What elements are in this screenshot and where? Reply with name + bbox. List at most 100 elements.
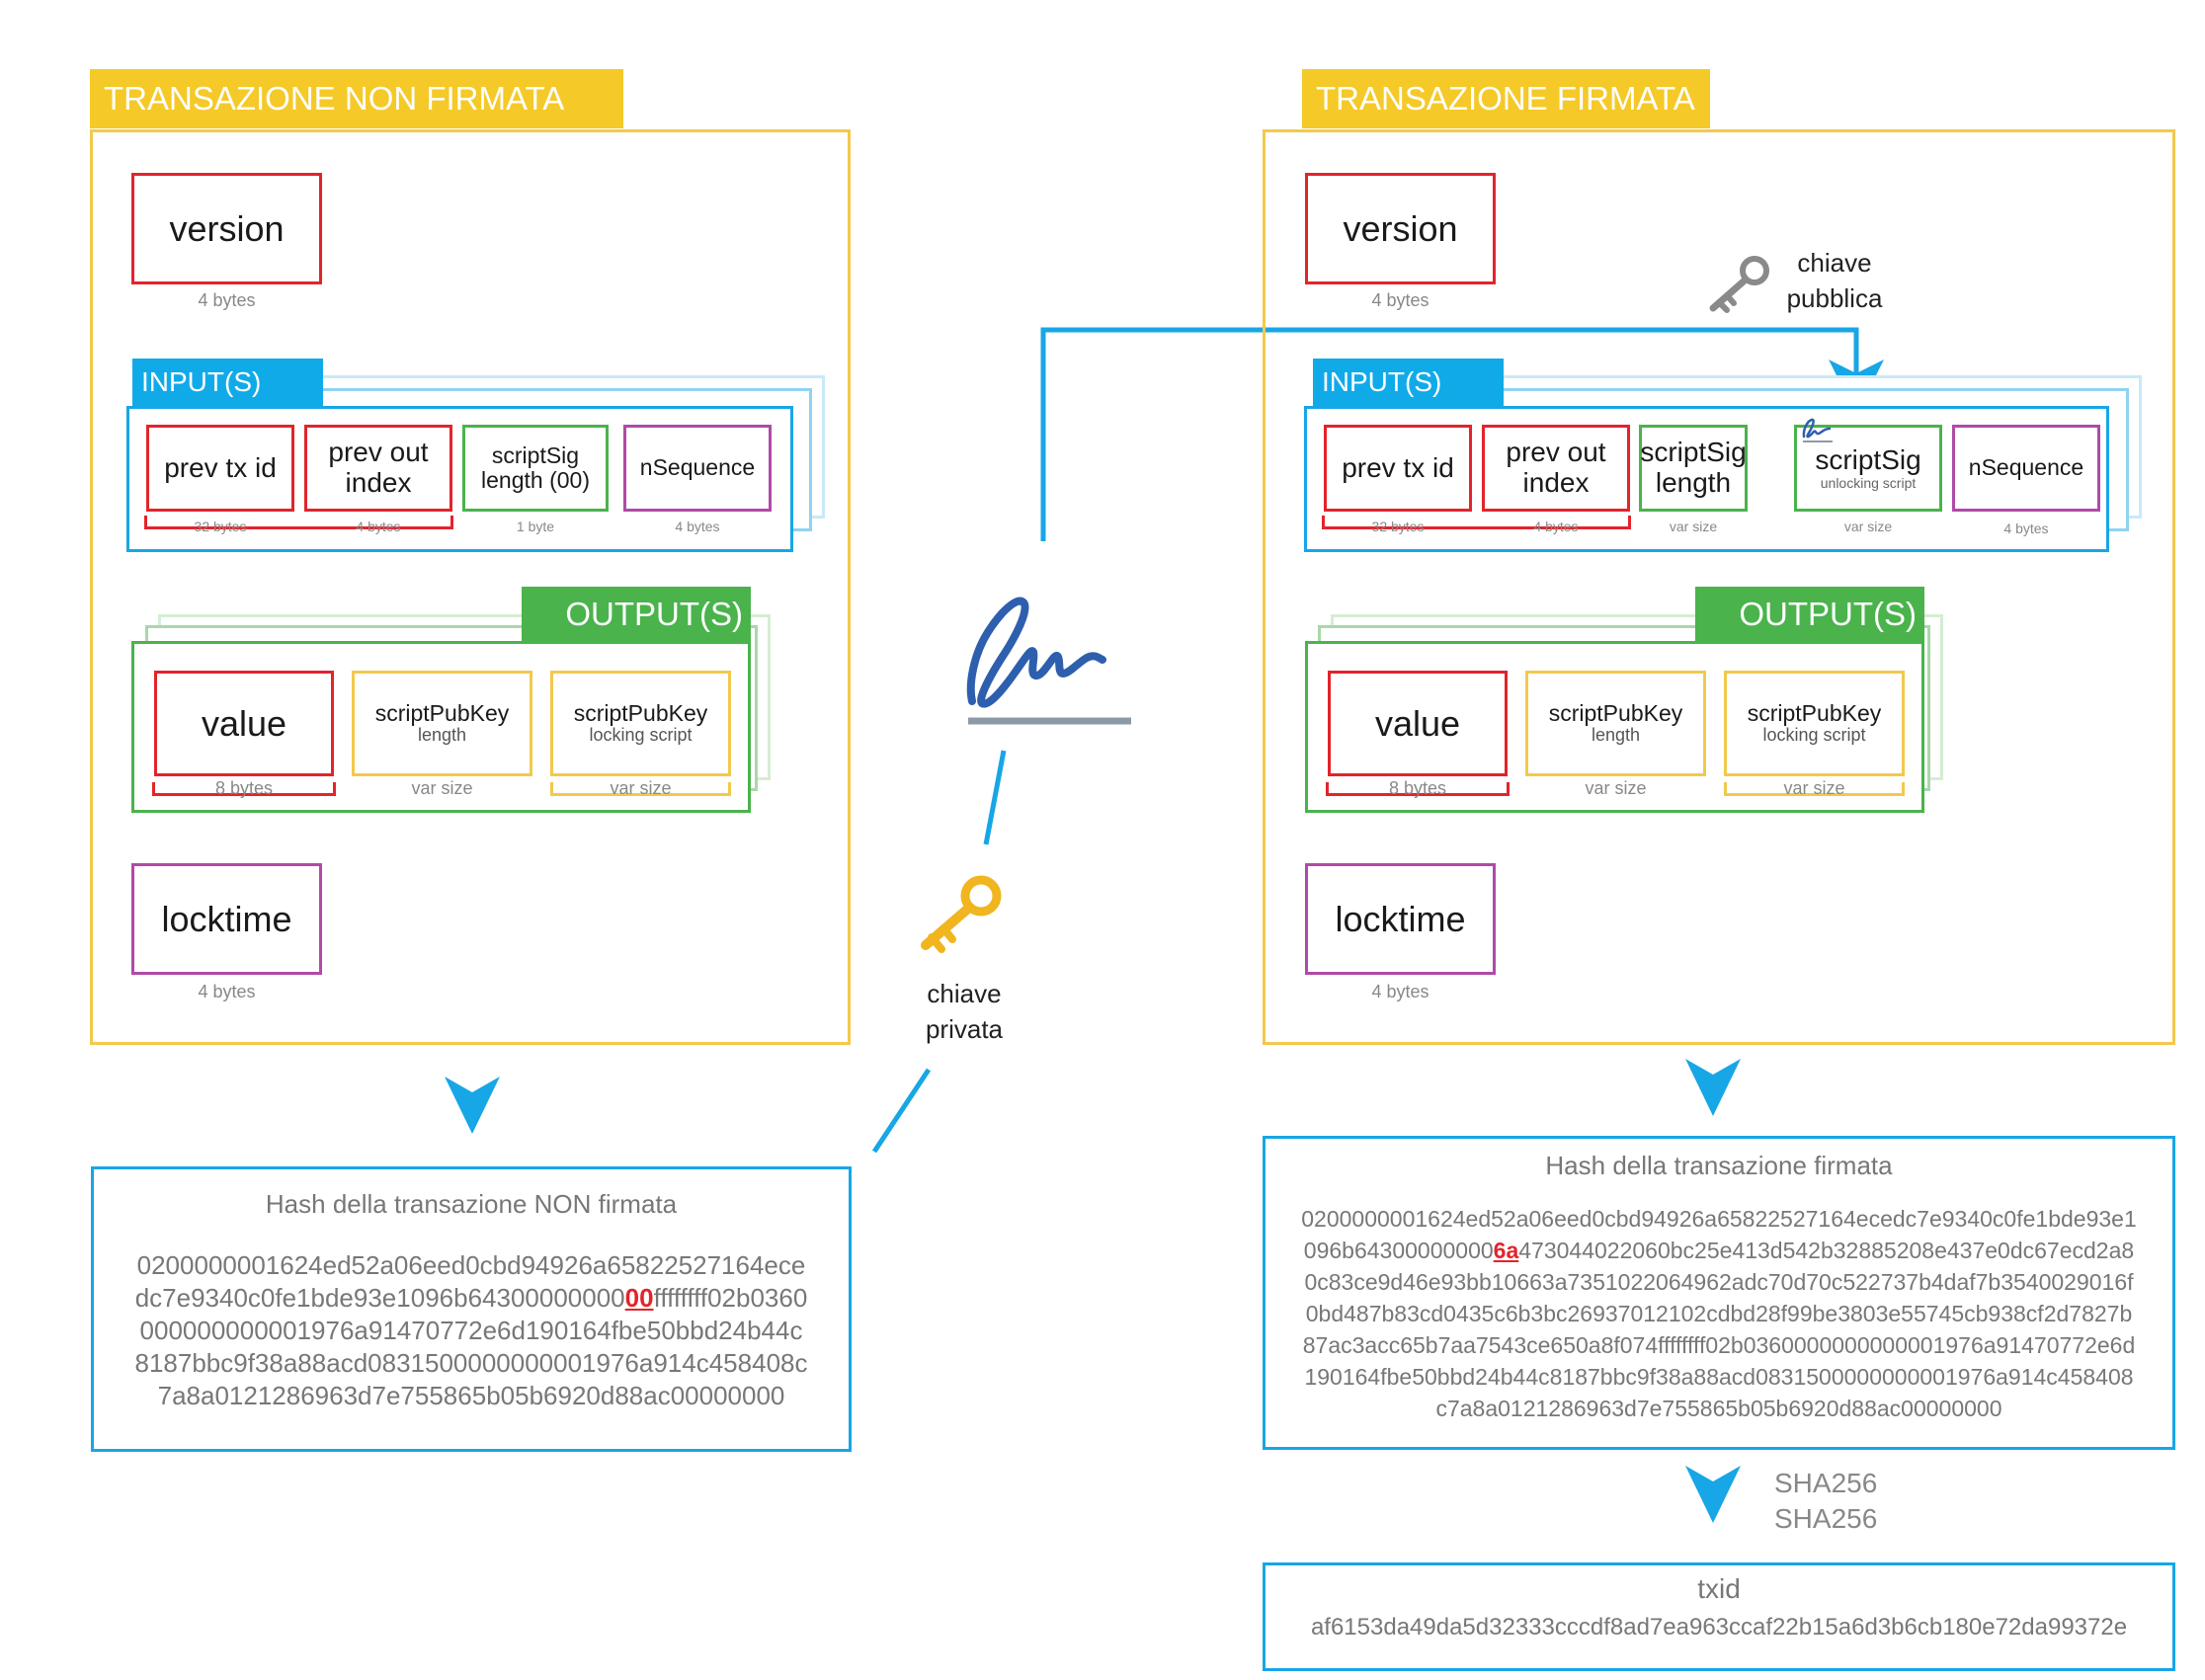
left-value-size: 8 bytes bbox=[214, 778, 274, 798]
left-hash-box: Hash della transazione NON firmata 02000… bbox=[91, 1166, 852, 1452]
right-spk-script-size: var size bbox=[1783, 778, 1845, 798]
right-hash-box: Hash della transazione firmata 020000000… bbox=[1263, 1136, 2175, 1450]
right-hash-arrow bbox=[1685, 1059, 1741, 1116]
left-spk-script-line1: scriptPubKey bbox=[573, 699, 708, 726]
right-nsequence-field: nSequence bbox=[1952, 425, 2100, 512]
sha256-label-1: SHA256 bbox=[1774, 1468, 1878, 1498]
right-spk-script-line2: locking script bbox=[1762, 725, 1866, 746]
public-key-connector bbox=[1040, 327, 1859, 541]
left-scriptsig-length-size: 1 byte bbox=[516, 519, 555, 534]
right-locktime-label: locktime bbox=[1335, 898, 1466, 939]
right-spk-length-size: var size bbox=[1585, 778, 1647, 798]
left-panel-title: TRANSAZIONE NON FIRMATA bbox=[90, 69, 623, 128]
right-prev-tx-id-size: 32 bytes bbox=[1371, 519, 1425, 534]
left-prev-out-index-field: prev out index bbox=[304, 425, 452, 512]
right-version-label: version bbox=[1343, 207, 1458, 249]
left-prev-out-index-size: 4 bytes bbox=[356, 519, 401, 534]
left-nsequence-size: 4 bytes bbox=[675, 519, 720, 534]
left-version-size: 4 bytes bbox=[198, 290, 256, 310]
left-hash-arrow bbox=[445, 1077, 500, 1134]
left-transaction-panel bbox=[90, 129, 851, 1045]
left-spk-script-line2: locking script bbox=[589, 725, 693, 746]
public-key-caption: chiave pubblica bbox=[1770, 245, 1899, 316]
right-scriptsig-length-field: scriptSig length bbox=[1639, 425, 1748, 512]
right-hash-title: Hash della transazione firmata bbox=[1545, 1151, 1893, 1180]
left-spk-length-line2: length bbox=[417, 725, 467, 746]
sha-arrow bbox=[1685, 1466, 1741, 1523]
right-prev-tx-id-label: prev tx id bbox=[1342, 451, 1454, 483]
left-version-field: version bbox=[131, 173, 322, 284]
right-scriptsig-length-line1: scriptSig bbox=[1640, 437, 1747, 468]
private-key-connector-lower bbox=[871, 1068, 932, 1154]
left-value-bracket bbox=[152, 782, 336, 796]
gold-key-icon bbox=[921, 875, 1002, 953]
left-prev-outpoint-bracket bbox=[144, 516, 453, 529]
left-spk-length-field: scriptPubKey length bbox=[352, 671, 532, 776]
right-scriptsig-length-line2: length bbox=[1655, 467, 1732, 498]
mini-signature-icon bbox=[1802, 418, 1833, 442]
right-spk-script-line1: scriptPubKey bbox=[1747, 699, 1882, 726]
left-prev-tx-id-label: prev tx id bbox=[164, 451, 277, 483]
right-transaction-panel bbox=[1263, 129, 2175, 1045]
left-scriptsig-length-line1: scriptSig bbox=[491, 441, 580, 468]
right-value-bracket bbox=[1326, 782, 1510, 796]
left-scriptsig-length-field: scriptSig length (00) bbox=[462, 425, 609, 512]
left-hash-title: Hash della transazione NON firmata bbox=[265, 1189, 678, 1219]
private-key-line1: chiave bbox=[927, 979, 1002, 1008]
private-key-line2: privata bbox=[925, 1014, 1004, 1044]
private-key-caption: chiave privata bbox=[910, 976, 1019, 1047]
right-panel-title: TRANSAZIONE FIRMATA bbox=[1302, 69, 1710, 128]
left-hash-part1: 0200000001624ed52a06eed0cbd94926a6582252… bbox=[134, 1250, 806, 1313]
right-hash-highlight: 6a bbox=[1493, 1238, 1519, 1263]
left-locktime-size: 4 bytes bbox=[198, 982, 256, 1001]
left-locktime-field: locktime bbox=[131, 863, 322, 975]
sha256-labels: SHA256 SHA256 bbox=[1774, 1466, 1913, 1537]
right-prev-out-index-line1: prev out bbox=[1506, 437, 1606, 468]
left-prev-tx-id-field: prev tx id bbox=[146, 425, 294, 512]
right-inputs-label: INPUT(S) bbox=[1313, 359, 1504, 406]
public-key-line1: chiave bbox=[1797, 248, 1872, 278]
right-scriptsig-field: scriptSig unlocking script bbox=[1794, 425, 1942, 512]
right-scriptsig-line2: unlocking script bbox=[1820, 474, 1917, 491]
right-locktime-field: locktime bbox=[1305, 863, 1496, 975]
left-hash-highlight: 00 bbox=[624, 1283, 654, 1313]
right-nsequence-size: 4 bytes bbox=[2003, 520, 2049, 536]
right-prev-out-index-size: 4 bytes bbox=[1533, 519, 1579, 534]
right-value-field: value bbox=[1328, 671, 1508, 776]
signature-icon bbox=[966, 597, 1131, 725]
right-value-label: value bbox=[1374, 702, 1461, 744]
right-spk-script-field: scriptPubKey locking script bbox=[1724, 671, 1905, 776]
left-inputs-label: INPUT(S) bbox=[132, 359, 323, 406]
left-nsequence-field: nSequence bbox=[623, 425, 772, 512]
left-value-field: value bbox=[154, 671, 334, 776]
left-version-label: version bbox=[169, 207, 285, 249]
left-prev-tx-id-size: 32 bytes bbox=[194, 519, 247, 534]
right-scriptsig-line1: scriptSig bbox=[1815, 443, 1921, 475]
txid-box: txid af6153da49da5d32333cccdf8ad7ea963cc… bbox=[1263, 1562, 2175, 1671]
left-outputs-label: OUTPUT(S) bbox=[522, 587, 751, 641]
gray-key-icon bbox=[1709, 256, 1769, 313]
left-spk-script-field: scriptPubKey locking script bbox=[550, 671, 731, 776]
right-nsequence-label: nSequence bbox=[1968, 454, 2084, 481]
right-hash-part1: 0200000001624ed52a06eed0cbd94926a6582252… bbox=[1301, 1206, 2137, 1263]
right-value-size: 8 bytes bbox=[1388, 778, 1447, 798]
right-scriptsig-length-size: var size bbox=[1669, 519, 1718, 534]
public-key-line2: pubblica bbox=[1786, 283, 1883, 313]
left-nsequence-label: nSequence bbox=[639, 454, 756, 481]
right-prev-out-index-line2: index bbox=[1522, 467, 1590, 498]
left-scriptsig-length-line2: length (00) bbox=[481, 467, 590, 493]
right-locktime-size: 4 bytes bbox=[1371, 982, 1429, 1001]
right-spk-length-line1: scriptPubKey bbox=[1548, 699, 1683, 726]
left-value-label: value bbox=[201, 702, 287, 744]
right-prev-outpoint-bracket bbox=[1322, 516, 1631, 529]
left-hash-part2: ffffffff02b0360000000000001976a91470772e… bbox=[134, 1283, 808, 1410]
right-scriptsig-size: var size bbox=[1843, 519, 1893, 534]
right-prev-tx-id-field: prev tx id bbox=[1324, 425, 1472, 512]
left-spk-length-size: var size bbox=[411, 778, 473, 798]
sha256-label-2: SHA256 bbox=[1774, 1503, 1878, 1534]
right-spk-script-bracket bbox=[1724, 782, 1905, 796]
private-key-connector-upper bbox=[983, 750, 1007, 845]
right-version-size: 4 bytes bbox=[1371, 290, 1429, 310]
txid-title: txid bbox=[1697, 1573, 1741, 1604]
txid-value: af6153da49da5d32333cccdf8ad7ea963ccaf22b… bbox=[1310, 1614, 2128, 1640]
